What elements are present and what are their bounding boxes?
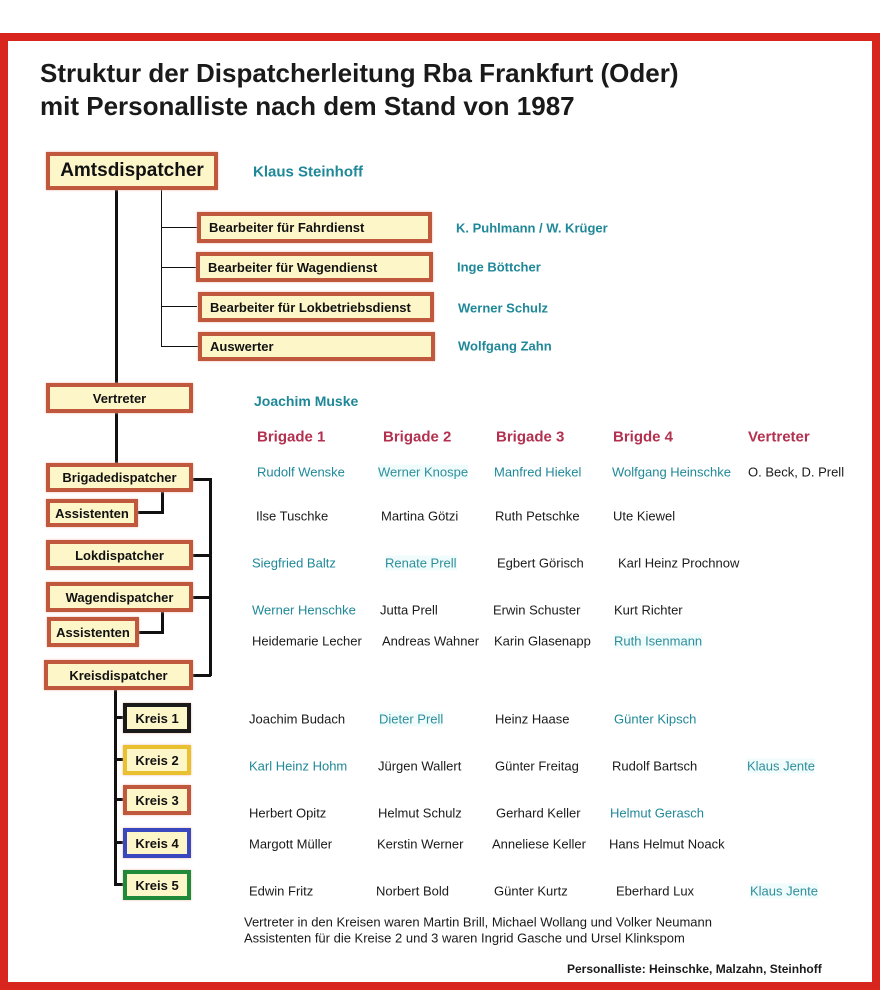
- vertreter-box: Vertreter: [46, 383, 193, 413]
- person-name: Wolfgang Heinschke: [612, 464, 731, 480]
- bearbeiter-name: Werner Schulz: [458, 300, 549, 316]
- person-name: Ruth Isenmann: [614, 633, 703, 649]
- person-name: Margott Müller: [249, 836, 333, 852]
- person-name: Klaus Jente: [750, 883, 818, 899]
- kreis-1-box: Kreis 1: [123, 703, 191, 733]
- person-name: Siegfried Baltz: [252, 555, 336, 571]
- connector-line: [114, 883, 124, 886]
- person-name: Jutta Prell: [380, 602, 438, 618]
- person-name: Norbert Bold: [376, 883, 449, 899]
- person-name: Helmut Schulz: [378, 805, 462, 821]
- person-name: Rudolf Bartsch: [612, 758, 698, 774]
- auswerter-name: Wolfgang Zahn: [458, 338, 552, 354]
- person-name: Werner Knospe: [378, 464, 469, 480]
- connector-line: [161, 346, 198, 347]
- connector-line: [114, 716, 124, 719]
- connector-line: [114, 758, 124, 761]
- connector-line: [115, 413, 118, 463]
- connector-line: [193, 554, 211, 557]
- person-name: Herbert Opitz: [249, 805, 327, 821]
- person-name: Karl Heinz Prochnow: [618, 555, 740, 571]
- connector-line: [114, 841, 124, 844]
- kreis-3-box: Kreis 3: [123, 785, 191, 815]
- connector-line: [193, 674, 211, 677]
- connector-line: [161, 190, 162, 347]
- brigadedispatcher-box: Brigadedispatcher: [46, 463, 193, 492]
- kreisdispatcher-box: Kreisdispatcher: [44, 660, 193, 690]
- column-header: Brigade 3: [496, 428, 565, 446]
- connector-line: [209, 478, 212, 676]
- column-header: Vertreter: [748, 428, 810, 446]
- connector-line: [161, 267, 197, 268]
- title-line-1: Struktur der Dispatcherleitung Rba Frank…: [40, 58, 679, 88]
- person-name: Edwin Fritz: [249, 883, 314, 899]
- connector-line: [114, 798, 124, 801]
- person-name: Joachim Budach: [249, 711, 346, 727]
- person-name: Ruth Petschke: [495, 508, 580, 524]
- person-name: Rudolf Wenske: [257, 464, 345, 480]
- person-name: Karl Heinz Hohm: [249, 758, 348, 774]
- connector-line: [139, 631, 164, 634]
- title-line-2: mit Personalliste nach dem Stand von 198…: [40, 91, 575, 121]
- column-header: Brigde 4: [613, 428, 674, 446]
- bearbeiter-wagendienst-box: Bearbeiter für Wagendienst: [196, 252, 433, 282]
- person-name: O. Beck, D. Prell: [748, 464, 845, 480]
- connector-line: [193, 478, 211, 481]
- connector-line: [193, 596, 211, 599]
- person-name: Gerhard Keller: [496, 805, 581, 821]
- person-name: Andreas Wahner: [382, 633, 480, 649]
- person-name: Günter Kurtz: [494, 883, 568, 899]
- person-name: Heinz Haase: [495, 711, 570, 727]
- auswerter-box: Auswerter: [198, 332, 435, 361]
- amtsdispatcher-name: Klaus Steinhoff: [253, 163, 364, 181]
- person-name: Anneliese Keller: [492, 836, 586, 852]
- person-name: Werner Henschke: [252, 602, 356, 618]
- note-line-2: Assistenten für die Kreise 2 und 3 waren…: [244, 930, 685, 946]
- connector-line: [115, 190, 118, 383]
- person-name: Erwin Schuster: [493, 602, 581, 618]
- credit: Personalliste: Heinschke, Malzahn, Stein…: [567, 962, 822, 976]
- person-name: Kurt Richter: [614, 602, 683, 618]
- connector-line: [138, 511, 164, 514]
- person-name: Hans Helmut Noack: [609, 836, 725, 852]
- assistenten-box: Assistenten: [46, 499, 138, 527]
- connector-line: [161, 612, 164, 634]
- connector-line: [161, 492, 164, 514]
- wagendispatcher-box: Wagendispatcher: [46, 582, 193, 612]
- person-name: Helmut Gerasch: [610, 805, 704, 821]
- person-name: Renate Prell: [385, 555, 457, 571]
- person-name: Eberhard Lux: [616, 883, 695, 899]
- person-name: Kerstin Werner: [377, 836, 464, 852]
- person-name: Karin Glasenapp: [494, 633, 591, 649]
- person-name: Günter Freitag: [495, 758, 579, 774]
- person-name: Dieter Prell: [379, 711, 444, 727]
- person-name: Klaus Jente: [747, 758, 815, 774]
- bearbeiter-name: Inge Böttcher: [457, 259, 541, 275]
- bearbeiter-fahrdienst-box: Bearbeiter für Fahrdienst: [197, 212, 432, 243]
- note-line-1: Vertreter in den Kreisen waren Martin Br…: [244, 914, 712, 930]
- person-name: Manfred Hiekel: [494, 464, 582, 480]
- person-name: Egbert Görisch: [497, 555, 584, 571]
- connector-line: [114, 690, 117, 886]
- bearbeiter-name: K. Puhlmann / W. Krüger: [456, 220, 608, 236]
- column-header: Brigade 1: [257, 428, 326, 446]
- amtsdispatcher-box: Amtsdispatcher: [46, 152, 218, 190]
- kreis-5-box: Kreis 5: [123, 870, 191, 900]
- person-name: Ilse Tuschke: [256, 508, 329, 524]
- kreis-4-box: Kreis 4: [123, 828, 191, 858]
- kreis-2-box: Kreis 2: [123, 745, 191, 775]
- person-name: Jürgen Wallert: [378, 758, 462, 774]
- person-name: Martina Götzi: [381, 508, 459, 524]
- assistenten-box: Assistenten: [47, 617, 139, 647]
- red-frame: [0, 33, 880, 990]
- connector-line: [161, 306, 197, 307]
- bearbeiter-lokbetriebsdienst-box: Bearbeiter für Lokbetriebsdienst: [198, 292, 434, 322]
- lokdispatcher-box: Lokdispatcher: [46, 540, 193, 570]
- person-name: Ute Kiewel: [613, 508, 676, 524]
- person-name: Günter Kipsch: [614, 711, 697, 727]
- person-name: Heidemarie Lecher: [252, 633, 362, 649]
- vertreter-name: Joachim Muske: [254, 393, 359, 409]
- column-header: Brigade 2: [383, 428, 452, 446]
- connector-line: [161, 227, 197, 228]
